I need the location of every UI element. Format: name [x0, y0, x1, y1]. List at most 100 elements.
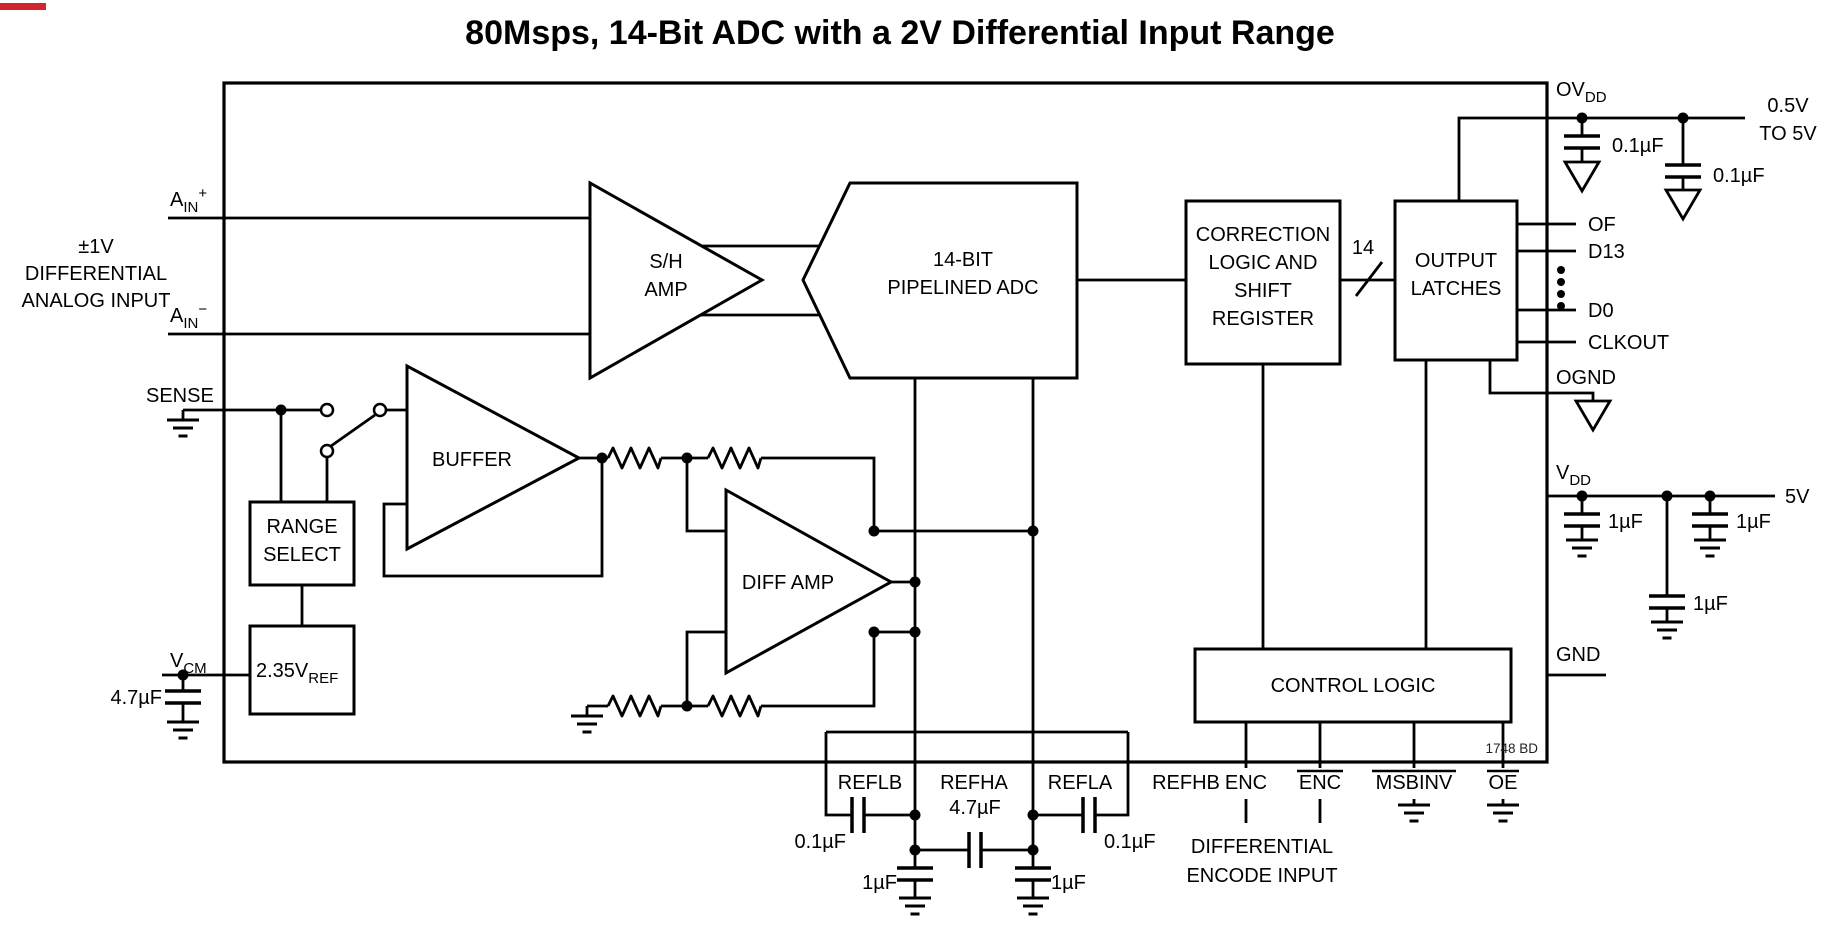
- correction-label-1: CORRECTION: [1196, 224, 1330, 246]
- capacitor-refa-1uf: [895, 866, 935, 882]
- ain-minus-label: AIN−: [170, 301, 207, 332]
- latches-label-2: LATCHES: [1411, 278, 1502, 300]
- correction-label-4: REGISTER: [1212, 308, 1314, 330]
- pin-of-label: OF: [1588, 214, 1616, 236]
- ground-triangle-ognd: [1574, 399, 1612, 432]
- range-select-label-1: RANGE: [266, 516, 337, 538]
- ground-refa: [897, 896, 933, 916]
- ground-vdd-1: [1564, 538, 1600, 558]
- range-select-block: [248, 500, 356, 587]
- input-note-1: ±1V: [78, 236, 114, 258]
- vdd-cap2-label: 1µF: [1736, 511, 1771, 533]
- capacitor-refla: [1081, 795, 1097, 835]
- latches-label-1: OUTPUT: [1415, 250, 1497, 272]
- wire-ovdd: [1457, 116, 1745, 201]
- ground-sense: [165, 418, 201, 438]
- capacitor-ovdd-2: [1663, 163, 1703, 179]
- pin-d0-label: D0: [1588, 300, 1614, 322]
- wire-output-pins: [1517, 222, 1576, 344]
- switch-contact-buffer: [372, 402, 388, 418]
- correction-label-3: SHIFT: [1234, 280, 1292, 302]
- diagram-title: 80Msps, 14-Bit ADC with a 2V Differentia…: [465, 14, 1335, 52]
- pin-reflb-label: REFLB: [838, 772, 902, 794]
- encode-note-2: ENCODE INPUT: [1186, 865, 1337, 887]
- buffer-triangle: [405, 363, 583, 552]
- wire-vdd-rail: [1547, 494, 1775, 622]
- ovdd-label: OVDD: [1556, 79, 1607, 106]
- diffamp-triangle: [724, 487, 895, 676]
- vdd-cap1-label: 1µF: [1608, 511, 1643, 533]
- buffer-label: BUFFER: [432, 449, 512, 471]
- wire-enc-pins: [1244, 722, 1322, 823]
- wire-sense-net: [181, 408, 407, 502]
- ovdd-cap2-label: 0.1µF: [1713, 165, 1765, 187]
- capacitor-ovdd-1: [1562, 134, 1602, 150]
- control-logic-label: CONTROL LOGIC: [1271, 675, 1436, 697]
- wire-ovdd-caps: [1580, 118, 1685, 190]
- refa-cap-label: 1µF: [862, 872, 897, 894]
- vdd-cap3-label: 1µF: [1693, 593, 1728, 615]
- capacitor-vdd-3: [1647, 594, 1687, 610]
- range-select-label-2: SELECT: [263, 544, 341, 566]
- correction-label-2: LOGIC AND: [1209, 252, 1318, 274]
- diffamp-label: DIFF AMP: [742, 572, 834, 594]
- wire-sh-to-adc: [701, 244, 820, 317]
- input-note-2: DIFFERENTIAL: [25, 263, 167, 285]
- ground-msbinv: [1396, 803, 1432, 823]
- control-logic-block: [1193, 647, 1513, 724]
- vref-label: 2.35VREF: [256, 660, 338, 687]
- pin-enc-bar-label: ENC: [1299, 772, 1341, 794]
- sh-amp-label-2: AMP: [644, 279, 687, 301]
- capacitor-refb-1uf: [1013, 866, 1053, 882]
- pin-d13-label: D13: [1588, 241, 1625, 263]
- pin-clkout-label: CLKOUT: [1588, 332, 1669, 354]
- sh-amp-label-1: S/H: [649, 251, 682, 273]
- sh-amp-triangle: [588, 180, 766, 381]
- capacitor-vdd-2: [1690, 512, 1730, 528]
- bus-width-label: 14: [1352, 237, 1374, 259]
- ognd-label: OGND: [1556, 367, 1616, 389]
- switch-contact-lower: [319, 443, 335, 459]
- ground-refb: [1015, 896, 1051, 916]
- ground-vdd-2: [1692, 538, 1728, 558]
- wire-ref-bus: [824, 730, 1130, 852]
- switch-contact-sense: [319, 402, 335, 418]
- adc-label-1: 14-BIT: [933, 249, 993, 271]
- ground-triangle-ovdd-1: [1563, 160, 1601, 193]
- refha-cap-label: 4.7µF: [949, 797, 1001, 819]
- refb-cap-label: 1µF: [1051, 872, 1086, 894]
- ain-plus-label: AIN+: [170, 185, 207, 216]
- ovdd-cap1-label: 0.1µF: [1612, 135, 1664, 157]
- vcm-label: VCM: [170, 650, 207, 677]
- data-bus-ellipsis-dots: [1557, 266, 1565, 310]
- adc-label-2: PIPELINED ADC: [887, 277, 1038, 299]
- ovdd-range-2: TO 5V: [1759, 123, 1817, 145]
- junction-dots: [177, 112, 1716, 856]
- adc-block: [801, 181, 1079, 380]
- switch-arm: [330, 413, 376, 448]
- bus-width-slash: [1354, 261, 1384, 297]
- wire-msbinv-oe-pins: [1412, 722, 1505, 805]
- refla-cap-label: 0.1µF: [1104, 831, 1156, 853]
- capacitor-vdd-1: [1562, 512, 1602, 528]
- sense-label: SENSE: [146, 385, 214, 407]
- reflb-cap-label: 0.1µF: [794, 831, 846, 853]
- ground-vcm-cap: [165, 720, 201, 740]
- diagram-footnote: 1748 BD: [1485, 741, 1538, 756]
- gnd-label: GND: [1556, 644, 1600, 666]
- capacitor-reflb: [850, 795, 866, 835]
- encode-note-1: DIFFERENTIAL: [1191, 836, 1333, 858]
- vcm-cap-label: 4.7µF: [110, 687, 162, 709]
- input-note-3: ANALOG INPUT: [22, 290, 171, 312]
- ovdd-range-1: 0.5V: [1767, 95, 1809, 117]
- pin-msbinv-label: MSBINV: [1376, 772, 1453, 794]
- wire-ognd: [1488, 360, 1595, 401]
- pin-refhb-label: REFHB: [1152, 772, 1220, 794]
- vref-block: [248, 624, 356, 716]
- ground-vdd-3: [1649, 620, 1685, 640]
- pin-refla-label: REFLA: [1048, 772, 1113, 794]
- capacitor-refha-47uf: [967, 830, 983, 870]
- vdd-supply-label: 5V: [1785, 486, 1810, 508]
- pin-refha-label: REFHA: [940, 772, 1008, 794]
